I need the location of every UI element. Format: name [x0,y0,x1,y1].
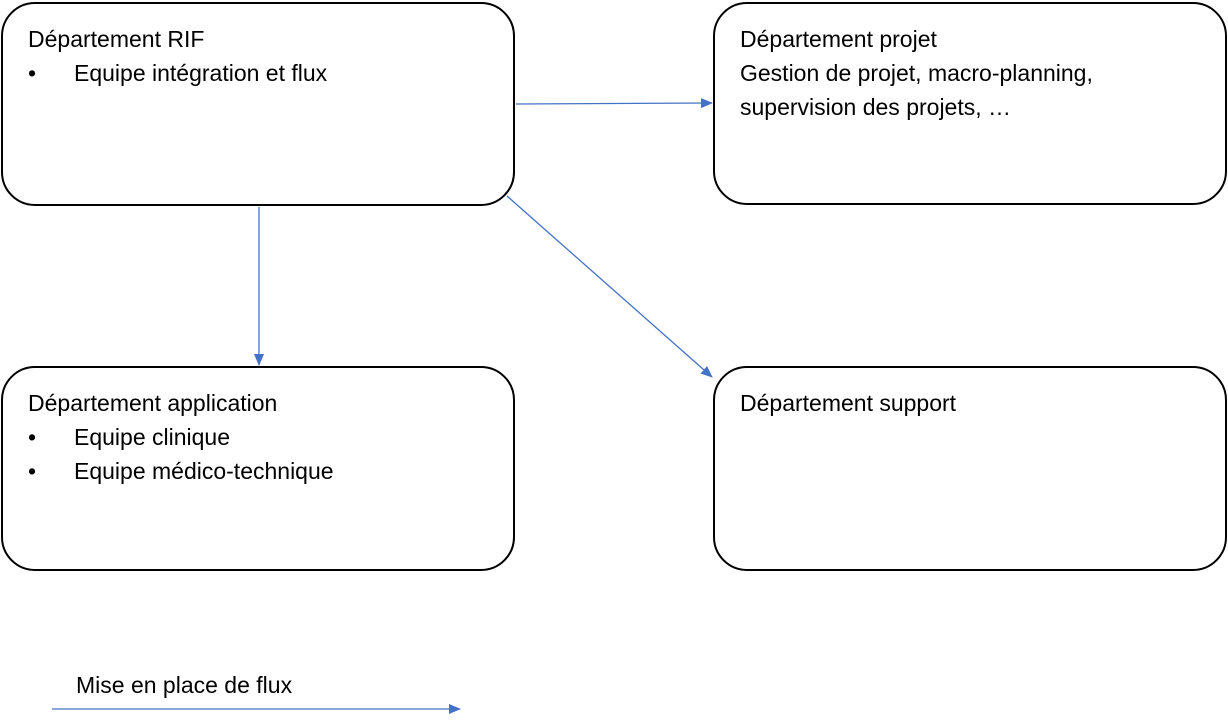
department-projet-box: Département projet Gestion de projet, ma… [713,2,1227,205]
bullet-icon: • [28,60,37,86]
legend-label: Mise en place de flux [76,672,293,698]
arrow-rif-to-projet [515,98,713,109]
list-item: • Equipe intégration et flux [28,56,489,90]
department-application-list: • Equipe clinique • Equipe médico-techni… [28,420,489,488]
list-item-text: Equipe clinique [74,424,231,450]
department-rif-list: • Equipe intégration et flux [28,56,489,90]
arrow-rif-to-support [506,195,713,378]
list-item-text: Equipe médico-technique [74,458,334,484]
department-support-box: Département support [713,366,1227,571]
department-projet-title: Département projet [740,26,937,52]
department-rif-box: Département RIF • Equipe intégration et … [1,2,515,206]
department-application-title: Département application [28,390,278,416]
department-support-title: Département support [740,390,957,416]
list-item: • Equipe médico-technique [28,454,489,488]
department-projet-description-line: supervision des projets, … [740,94,1012,120]
department-projet-description-line: Gestion de projet, macro-planning, [740,60,1093,86]
department-rif-title: Département RIF [28,26,205,52]
list-item: • Equipe clinique [28,420,489,454]
bullet-icon: • [28,458,37,484]
bullet-icon: • [28,424,37,450]
list-item-text: Equipe intégration et flux [74,60,328,86]
department-application-box: Département application • Equipe cliniqu… [1,366,515,571]
